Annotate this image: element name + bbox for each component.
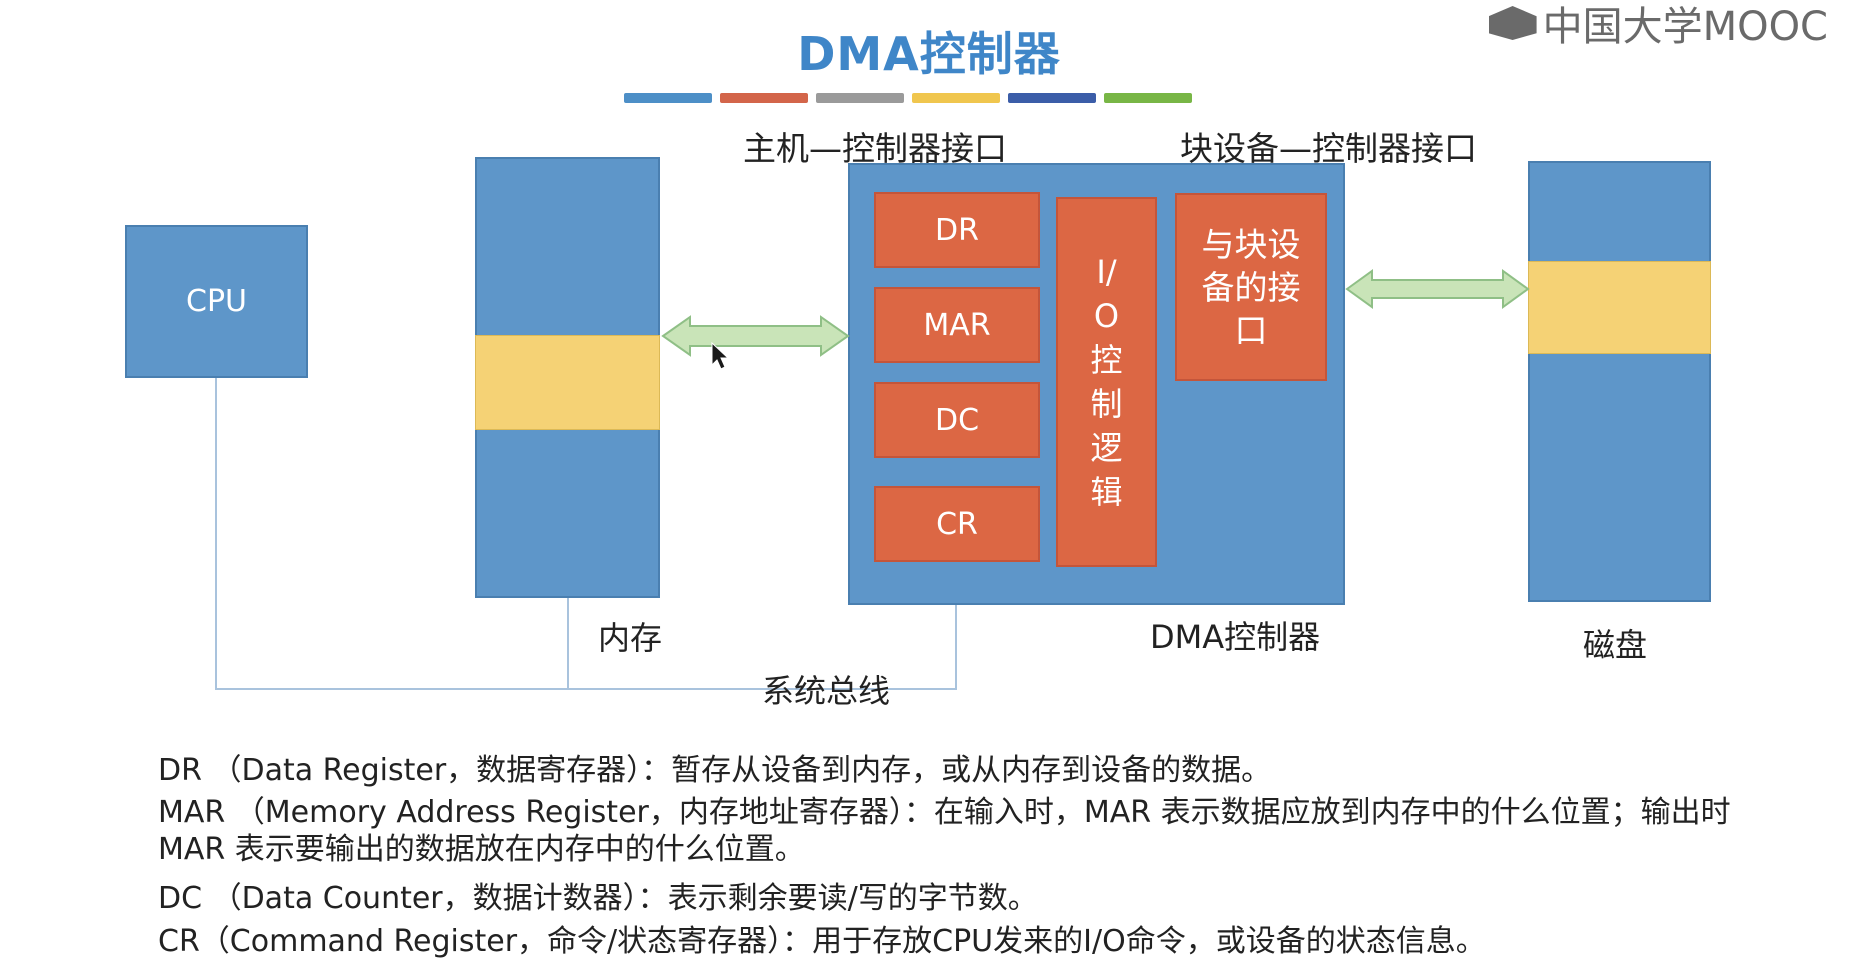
host-interface-label: 主机—控制器接口: [743, 129, 1007, 168]
memory-highlight-block: [475, 335, 660, 430]
title-stripe-2: [720, 93, 808, 103]
register-cr: CR: [874, 486, 1040, 562]
description-dc: DC （Data Counter，数据计数器）：表示剩余要读/写的字节数。: [158, 881, 1038, 916]
mouse-cursor-icon: [711, 341, 730, 370]
title-stripe-6: [1104, 93, 1192, 103]
description-dr: DR （Data Register，数据寄存器）：暂存从设备到内存，或从内存到设…: [158, 753, 1272, 788]
title-stripe-5: [1008, 93, 1096, 103]
device-interface-label: 块设备—控制器接口: [1180, 129, 1477, 168]
mooc-logo: 中国大学MOOC: [1488, 0, 1828, 52]
io-control-logic-box: I/O控制逻辑: [1056, 197, 1157, 567]
title-stripe-4: [912, 93, 1000, 103]
dma-controller-label: DMA控制器: [1150, 618, 1321, 656]
memory-dma-arrow: [661, 315, 850, 357]
description-mar: MAR （Memory Address Register，内存地址寄存器）：在输…: [158, 795, 1731, 867]
mooc-logo-text: 中国大学MOOC: [1542, 4, 1828, 50]
cpu-box: CPU: [125, 225, 308, 378]
cpu-label: CPU: [186, 284, 247, 319]
device-interface-box: 与块设备的接口: [1175, 193, 1327, 381]
disk-highlight-block: [1528, 261, 1711, 354]
disk-box: [1528, 161, 1711, 602]
dma-disk-arrow: [1345, 269, 1530, 309]
register-mar: MAR: [874, 287, 1040, 363]
register-dc: DC: [874, 382, 1040, 458]
memory-label: 内存: [598, 619, 663, 657]
title-stripe-1: [624, 93, 712, 103]
system-bus-label: 系统总线: [762, 672, 891, 710]
title-stripe-3: [816, 93, 904, 103]
slide-title: DMA控制器: [797, 27, 1061, 81]
description-cr: CR（Command Register，命令/状态寄存器）：用于存放CPU发来的…: [158, 924, 1486, 959]
register-dr: DR: [874, 192, 1040, 268]
io-control-logic-label: I/O控制逻辑: [1090, 253, 1123, 511]
disk-label: 磁盘: [1583, 626, 1648, 664]
